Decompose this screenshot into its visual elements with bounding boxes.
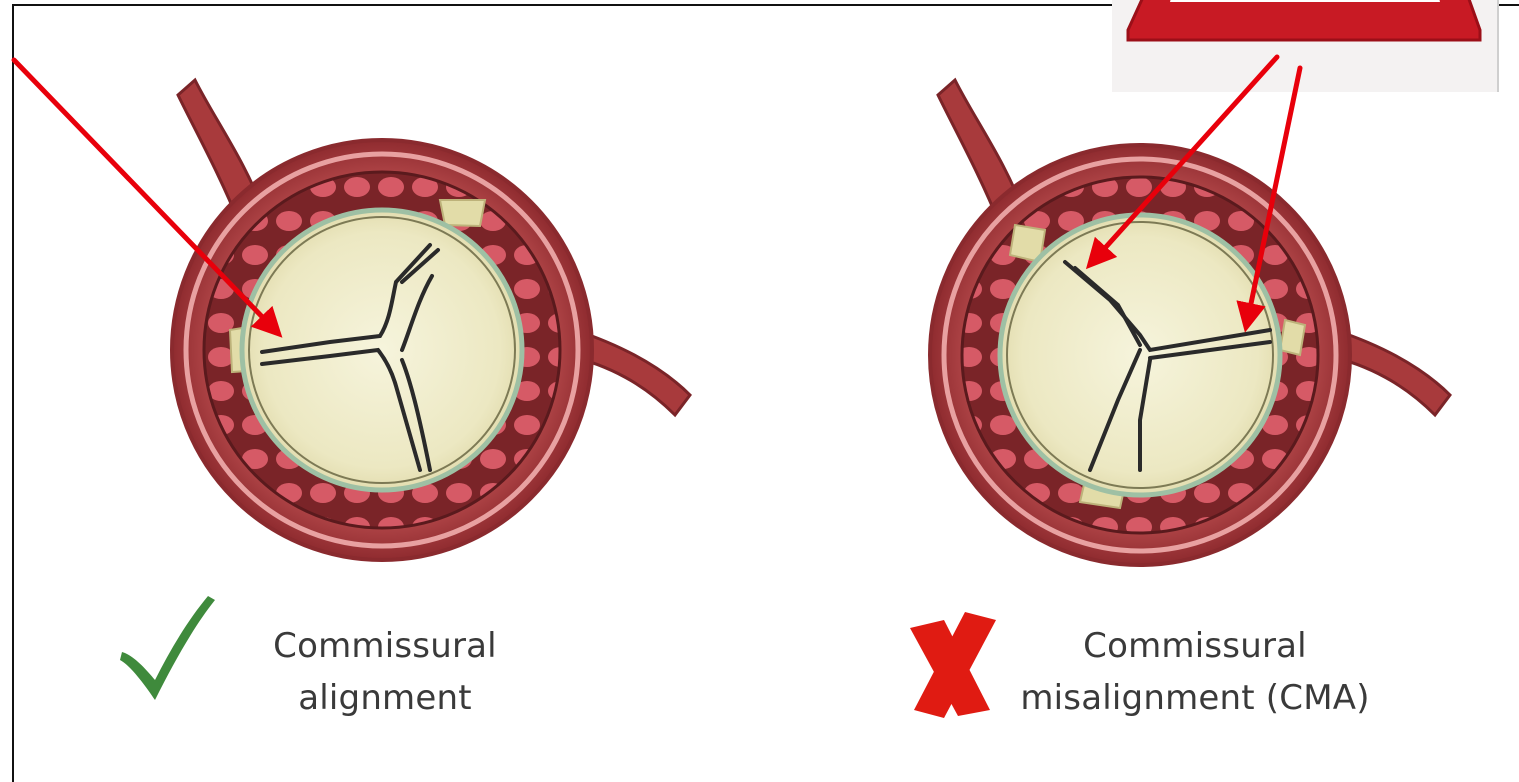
left-aligned-valve (172, 80, 690, 560)
warning-triangle-icon (1128, 0, 1480, 40)
label-commissural-alignment: Commissural alignment (235, 620, 535, 724)
label-left-line2: alignment (235, 672, 535, 724)
check-mark-icon (120, 596, 215, 700)
label-commissural-misalignment: Commissural misalignment (CMA) (975, 620, 1415, 724)
label-right-line1: Commissural (975, 620, 1415, 672)
label-right-line2: misalignment (CMA) (975, 672, 1415, 724)
label-left-line1: Commissural (235, 620, 535, 672)
